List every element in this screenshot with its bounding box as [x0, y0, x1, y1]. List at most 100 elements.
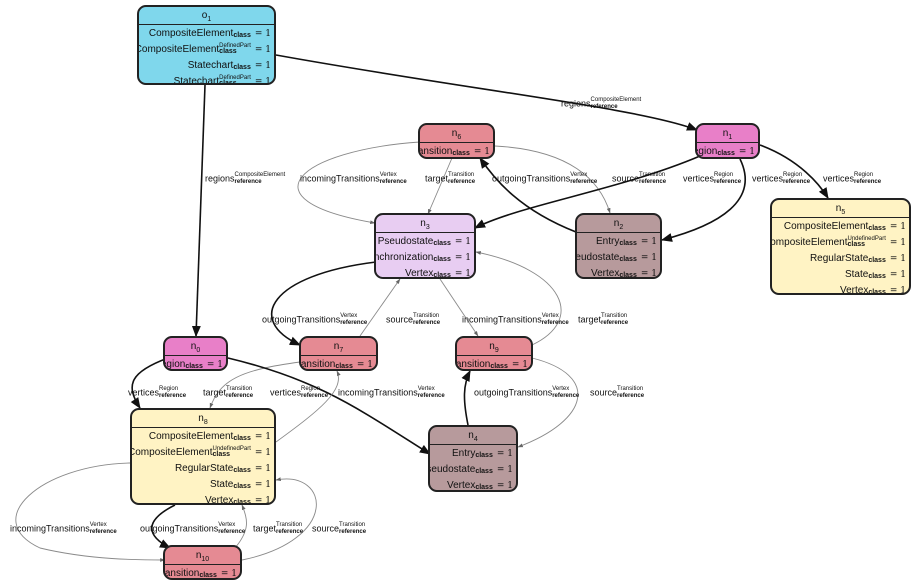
attribute-value: = 1 — [454, 253, 471, 263]
node-n0[interactable]: n0Regionclass= 1 — [163, 336, 228, 371]
attribute-value: = 1 — [496, 449, 513, 459]
edge-label-superscript: Transition — [639, 172, 666, 178]
edge-label-name: vertices — [683, 173, 715, 184]
attribute-name: CompositeElement — [148, 431, 234, 442]
attribute-subscript: class — [199, 571, 217, 579]
attribute-value: = 1 — [454, 237, 471, 247]
attribute-value: = 1 — [206, 360, 223, 370]
edge-e8 — [660, 158, 746, 242]
attribute-scripts: class — [233, 479, 251, 490]
node-title-index: 0 — [196, 347, 201, 354]
node-n6[interactable]: n6Transitionclass= 1 — [418, 123, 495, 159]
attribute-name: Transition — [300, 359, 336, 370]
edge-e2 — [191, 84, 206, 338]
attribute-name: CompositeElement — [130, 447, 213, 458]
attribute-value: = 1 — [640, 237, 657, 247]
node-title-letter: n — [835, 203, 842, 214]
node-title: n5 — [772, 200, 909, 218]
edge-label-superscript: Vertex — [218, 522, 236, 528]
node-title-index: 1 — [728, 134, 733, 141]
edge-label-superscript: CompositeElement — [234, 172, 286, 178]
attribute-value: = 1 — [220, 569, 237, 579]
attribute-scripts: class — [475, 448, 493, 459]
attribute-scripts: class — [619, 252, 637, 263]
attribute-scripts: class — [868, 285, 886, 293]
node-n7[interactable]: n7Transitionclass= 1 — [299, 336, 378, 371]
edge-label-superscript: Region — [854, 172, 874, 178]
attribute-scripts: class — [433, 236, 451, 247]
attribute-name: Vertex — [590, 268, 620, 279]
edge-label-subscript: reference — [413, 320, 441, 326]
edge-label-name: vertices — [752, 173, 784, 184]
attribute-value: = 1 — [889, 270, 906, 280]
edge-e4 — [427, 157, 453, 215]
edge-label-name: source — [386, 314, 414, 325]
node-title-letter: n — [420, 218, 426, 229]
attribute-subscript: class — [233, 63, 251, 71]
node-n10[interactable]: n10Transitionclass= 1 — [163, 545, 242, 580]
edge-e22 — [234, 504, 247, 549]
attribute-name: Vertex — [446, 480, 476, 491]
attribute-name-group: Transitionclass — [455, 357, 508, 370]
edge-label-name: incomingTransitions — [10, 523, 90, 534]
node-title: n4 — [430, 427, 516, 445]
node-title-letter: n — [489, 341, 495, 352]
attribute-value: = 1 — [889, 222, 906, 232]
node-title-index: 2 — [619, 224, 624, 231]
attribute-value: = 1 — [496, 481, 513, 491]
node-title-letter: o — [201, 10, 208, 21]
edge-label-superscript: Region — [783, 172, 803, 178]
edge-e18 — [461, 369, 471, 426]
attribute-row: Synchronizationclass= 1 — [376, 250, 471, 266]
node-n1[interactable]: n1Regionclass= 1 — [695, 123, 760, 159]
edge-label-subscript: reference — [234, 179, 262, 185]
attribute-superscript: UndefinedPart — [212, 446, 251, 453]
edge-e23 — [241, 477, 317, 561]
attribute-name: CompositeElement — [770, 237, 848, 248]
node-title-letter: n — [468, 430, 474, 441]
node-n9[interactable]: n9Transitionclass= 1 — [455, 336, 533, 371]
attribute-name: Transition — [455, 359, 491, 370]
attribute-subscript: class — [433, 239, 451, 247]
edge-label-superscript: Region — [714, 172, 734, 178]
edge-label-subscript: reference — [379, 179, 407, 185]
attribute-scripts: class — [335, 359, 353, 369]
attribute-value: = 1 — [254, 496, 271, 505]
attribute-superscript: DefinedPart — [219, 75, 251, 82]
edge-label-subscript: reference — [159, 393, 187, 399]
node-attributes: Transitionclass= 1 — [300, 356, 376, 370]
